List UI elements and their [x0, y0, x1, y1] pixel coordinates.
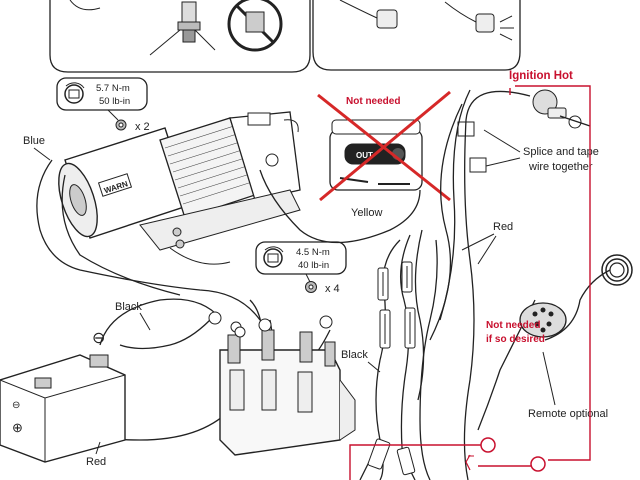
torque-top-qty: x 2 — [135, 121, 150, 133]
torque-mid-lbin: 40 lb-in — [298, 260, 329, 271]
harness-connectors — [367, 261, 416, 476]
torque-callout-top: 5.7 N-m 50 lb-in x 2 — [56, 77, 150, 133]
nut-icon — [115, 119, 127, 131]
torque-top-nm: 5.7 N-m — [96, 83, 130, 94]
torque-top-lbin: 50 lb-in — [99, 96, 130, 107]
remote-socket — [519, 302, 567, 338]
label-not-needed2-line1: Not needed — [486, 320, 540, 331]
label-not-needed: Not needed — [346, 96, 400, 107]
solenoid-icon — [219, 321, 356, 456]
label-splice-line1: Splice and tape — [523, 146, 599, 158]
ignition-circuit — [349, 85, 591, 480]
battery-pos-small: ⊕ — [12, 420, 23, 435]
plug-icon — [444, 1, 514, 41]
label-yellow: Yellow — [351, 207, 382, 219]
top-left-panel — [49, 0, 311, 73]
ignition-switch: Ignition Hot — [509, 70, 591, 129]
ring-terminal-icon — [208, 311, 333, 338]
no-bolt-icon — [227, 0, 283, 52]
label-black-lower: Black — [341, 349, 368, 361]
switch-terminals — [465, 437, 546, 472]
winch-icon: WARN — [58, 111, 301, 265]
nut-icon — [305, 281, 317, 293]
torque-callout-mid: 4.5 N-m 40 lb-in x 4 — [255, 241, 347, 295]
torque-mid-qty: x 4 — [325, 283, 340, 295]
key-switch-icon — [532, 89, 591, 129]
battery-neg-terminal: ⊖ — [92, 330, 105, 347]
label-blue: Blue — [23, 135, 45, 147]
coiled-cord-icon — [601, 254, 633, 286]
label-red-bottom: Red — [86, 456, 106, 468]
label-not-needed2-line2: if so desired — [486, 334, 545, 345]
battery-neg-small: ⊖ — [12, 400, 20, 411]
label-red-mid: Red — [493, 221, 513, 233]
splice-tape-icon — [457, 121, 487, 173]
torque-wrench-icon — [64, 82, 85, 104]
out-button-label: OUT — [356, 151, 373, 160]
plug-icon — [339, 0, 398, 29]
bolt-icon — [149, 1, 216, 56]
label-ignition-hot: Ignition Hot — [509, 70, 573, 82]
torque-wrench-icon — [263, 246, 284, 268]
top-right-panel — [312, 0, 521, 71]
label-remote-optional: Remote optional — [528, 408, 608, 420]
crossed-switch-box: OUT Not needed — [317, 90, 451, 202]
battery-icon: ⊖ ⊕ — [0, 354, 126, 463]
torque-mid-nm: 4.5 N-m — [296, 247, 330, 258]
label-splice-line2: wire together — [528, 161, 593, 173]
label-black-battery: Black — [115, 301, 142, 313]
